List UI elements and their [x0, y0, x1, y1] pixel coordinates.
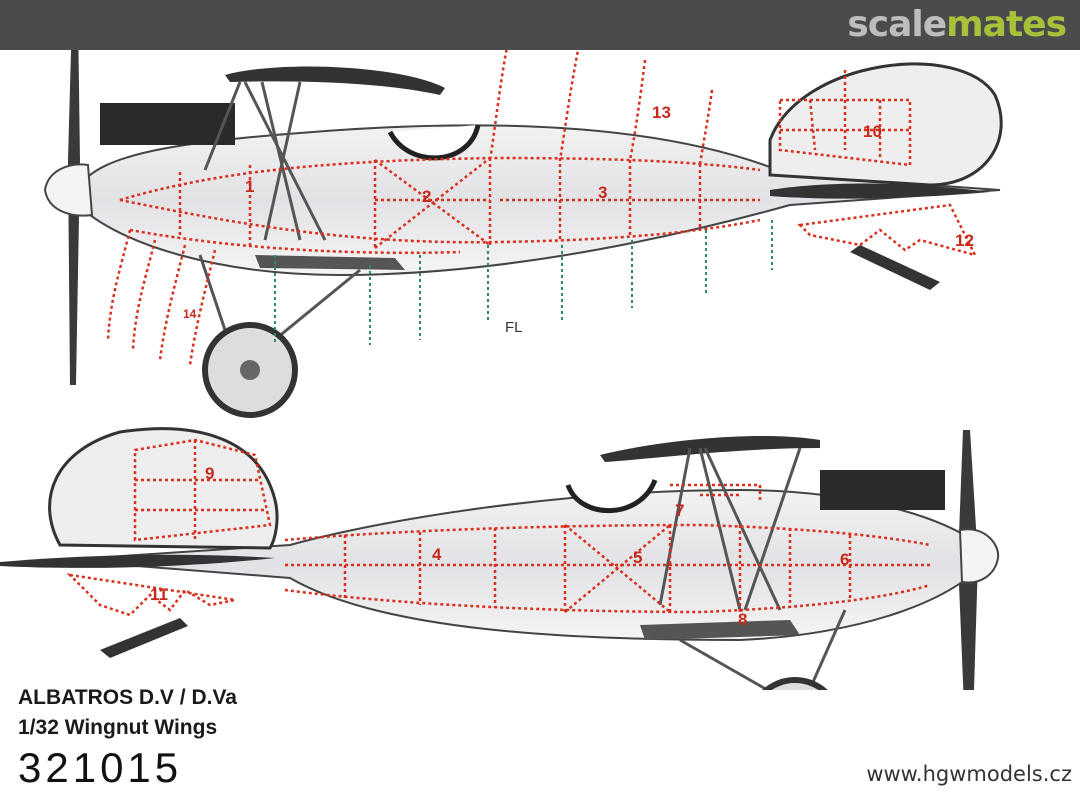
lower-label-8: 8: [738, 610, 747, 629]
upper-label-10: 10: [863, 122, 882, 141]
upper-label-fl: FL: [505, 319, 523, 336]
logo-scale-text: scale: [847, 4, 947, 45]
lower-rudder: [48, 427, 279, 550]
lower-lower-wing: [640, 620, 800, 640]
upper-label-2: 2: [422, 187, 431, 206]
upper-decal-panels: [106, 50, 978, 366]
lower-label-4: 4: [432, 545, 442, 564]
lower-label-5: 5: [633, 548, 642, 567]
upper-label-1: 1: [245, 177, 254, 196]
upper-guide-lines: [274, 220, 773, 345]
upper-lower-wing: [255, 255, 405, 270]
upper-propeller: [68, 50, 80, 385]
upper-engine: [100, 103, 235, 145]
upper-label-12: 12: [955, 231, 974, 250]
lower-decal-panels: [66, 438, 931, 617]
product-code: 321015: [18, 744, 183, 791]
lower-label-6: 6: [840, 550, 849, 569]
scalemates-logo[interactable]: scalemates: [847, 3, 1067, 47]
lower-aircraft: 4 5 6 7 8 9 11: [0, 427, 1000, 690]
logo-mates-text: mates: [946, 4, 1067, 45]
upper-label-3: 3: [598, 183, 607, 202]
lower-label-7: 7: [675, 501, 684, 520]
header-bar: scalemates: [0, 0, 1080, 50]
lower-engine: [820, 470, 945, 510]
lower-label-11: 11: [150, 585, 168, 604]
upper-label-14: 14: [183, 307, 197, 321]
upper-cockpit: [387, 124, 481, 161]
lower-top-wing: [600, 435, 820, 462]
product-subtitle: 1/32 Wingnut Wings: [18, 716, 218, 739]
lower-label-9: 9: [205, 464, 214, 483]
upper-aircraft: 1 2 3 10 12 13 14 FL: [43, 50, 1003, 418]
upper-label-13: 13: [652, 103, 671, 122]
lower-wheel: [762, 677, 828, 690]
manufacturer-url[interactable]: www.hgwmodels.cz: [866, 762, 1072, 786]
decal-diagram: 1 2 3 10 12 13 14 FL: [0, 50, 1003, 690]
lower-cockpit: [565, 478, 658, 514]
product-title: ALBATROS D.V / D.Va: [18, 686, 237, 709]
upper-top-wing: [225, 66, 445, 95]
upper-rudder: [768, 62, 1003, 187]
